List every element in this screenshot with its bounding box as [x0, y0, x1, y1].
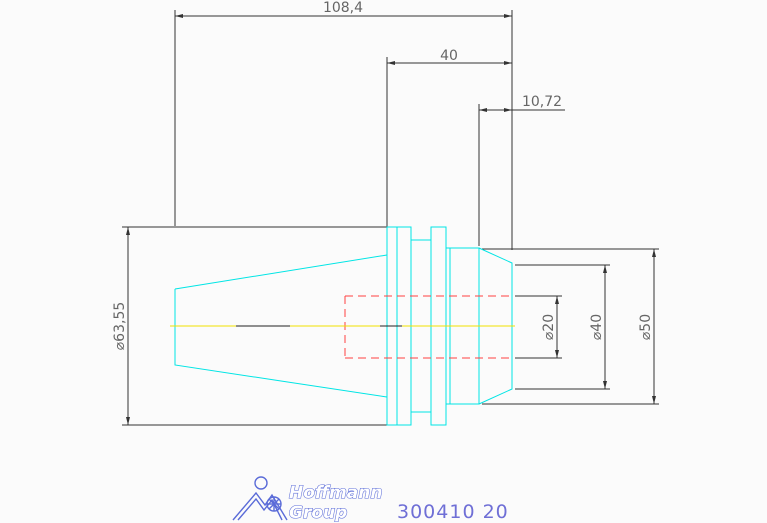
logo-text-line1: Hoffmann: [289, 483, 382, 503]
dim-outer-diameter: ⌀50: [638, 314, 654, 340]
hidden-bore: [344, 295, 512, 359]
logo-symbol-icon: [232, 476, 288, 521]
dim-mid-diameter: ⌀40: [589, 314, 605, 340]
dim-flange-offset: 40: [440, 48, 458, 64]
dim-bore-diameter: ⌀20: [541, 314, 557, 340]
dim-tip-length: 10,72: [522, 94, 562, 110]
dim-overall-length: 108,4: [323, 0, 363, 16]
dimension-lines: [122, 10, 659, 426]
logo-text-line2: Group: [289, 503, 347, 523]
hoffmann-group-logo: Hoffmann Group: [232, 476, 383, 523]
dim-taper-diameter: ⌀63,55: [112, 302, 128, 351]
part-number: 300410 20: [397, 501, 509, 523]
